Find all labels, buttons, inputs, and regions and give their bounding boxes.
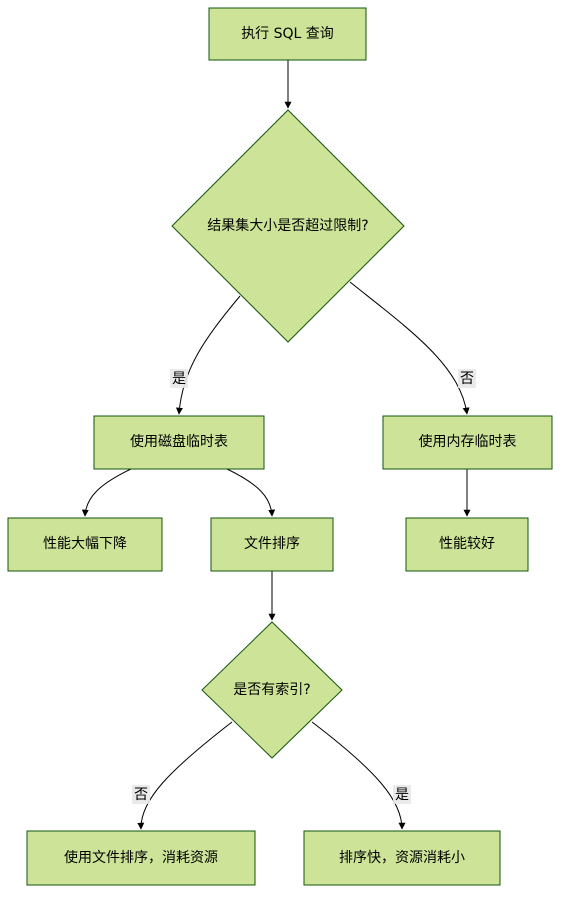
edge-label-size-yes: 是 [170, 369, 188, 388]
node-perf-good-label: 性能较好 [439, 536, 495, 552]
edge-decision-index-to-use-filesort [137, 721, 233, 830]
node-file-sort-label: 文件排序 [244, 536, 300, 552]
edge-label-size-no-text: 否 [460, 371, 474, 387]
node-disk-temp-label: 使用磁盘临时表 [130, 433, 228, 450]
node-use-filesort-label: 使用文件排序，消耗资源 [64, 849, 218, 866]
node-mem-temp: 使用内存临时表 [382, 415, 553, 470]
edge-labels: 是 否 否 是 [132, 369, 476, 804]
node-use-filesort: 使用文件排序，消耗资源 [26, 830, 256, 886]
edge-label-index-no-text: 否 [134, 787, 148, 803]
node-decision-index-label: 是否有索引? [233, 681, 310, 698]
node-start: 执行 SQL 查询 [208, 7, 367, 61]
node-decision-size: 结果集大小是否超过限制? [171, 109, 405, 343]
edges [81, 60, 471, 830]
node-fast-sort-label: 排序快，资源消耗小 [339, 850, 465, 866]
edge-decision-size-to-mem-temp [349, 281, 470, 415]
node-start-label: 执行 SQL 查询 [241, 26, 334, 42]
edge-disk-temp-to-perf-drop [81, 468, 132, 517]
edge-label-size-no: 否 [458, 369, 476, 388]
nodes: 执行 SQL 查询 结果集大小是否超过限制? 使用磁盘临时表 使用内存临时表 性… [7, 7, 553, 886]
edge-decision-index-to-fast-sort [311, 721, 406, 830]
edge-disk-temp-to-file-sort [226, 468, 276, 517]
node-perf-drop-label: 性能大幅下降 [43, 536, 127, 552]
node-mem-temp-label: 使用内存临时表 [419, 433, 517, 450]
node-perf-good: 性能较好 [405, 517, 529, 572]
node-disk-temp: 使用磁盘临时表 [93, 415, 265, 470]
edge-label-index-no: 否 [132, 785, 150, 804]
node-file-sort: 文件排序 [210, 517, 334, 572]
edge-label-index-yes: 是 [393, 785, 411, 804]
edge-label-index-yes-text: 是 [395, 787, 409, 803]
node-decision-index: 是否有索引? [201, 621, 343, 759]
node-perf-drop: 性能大幅下降 [7, 517, 163, 572]
node-fast-sort: 排序快，资源消耗小 [303, 830, 501, 886]
edge-decision-size-to-disk-temp [175, 295, 241, 415]
node-decision-size-label: 结果集大小是否超过限制? [207, 217, 368, 234]
edge-label-size-yes-text: 是 [172, 371, 186, 387]
